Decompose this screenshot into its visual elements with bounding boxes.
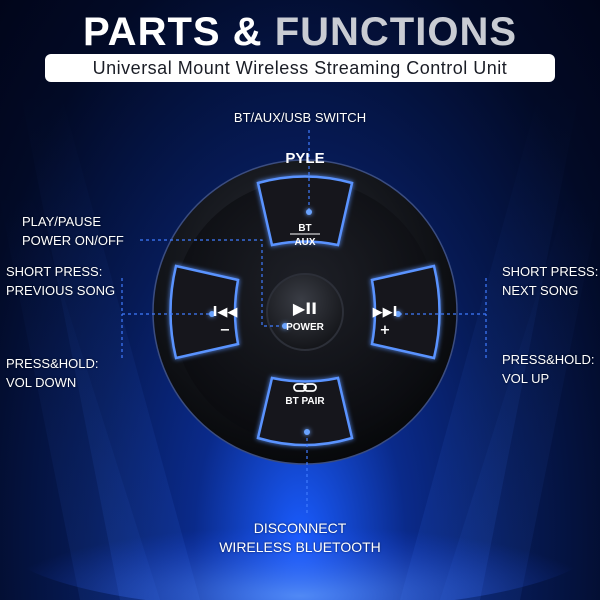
callout-next-line-1: SHORT PRESS: — [502, 264, 599, 279]
callout-mode-switch: BT/AUX/USB SWITCH — [0, 108, 600, 127]
callout-play-line-1: PLAY/PAUSE — [22, 214, 101, 229]
callout-voldown-line-1: PRESS&HOLD: — [6, 356, 99, 371]
bt-pair-label: BT PAIR — [285, 396, 325, 407]
previous-track-icon: I◀◀ — [213, 305, 238, 320]
callout-prev-line-2: PREVIOUS SONG — [6, 283, 116, 298]
link-icon — [293, 383, 317, 392]
callout-voldown-line-2: VOL DOWN — [6, 375, 77, 390]
play-pause-icon: ▶II — [293, 299, 317, 318]
callout-play-line-2: POWER ON/OFF — [22, 233, 124, 248]
callout-volume-down: PRESS&HOLD: VOL DOWN — [6, 354, 98, 392]
callout-volup-line-1: PRESS&HOLD: — [502, 352, 595, 367]
subtitle-text: Universal Mount Wireless Streaming Contr… — [92, 57, 508, 78]
brand-logo: PYLE — [285, 150, 324, 167]
left-button-outline — [169, 264, 240, 360]
subtitle-banner: Universal Mount Wireless Streaming Contr… — [45, 54, 555, 82]
callout-disconnect-bluetooth: DISCONNECT WIRELESS BLUETOOTH — [0, 519, 600, 557]
top-button-line-1: BT — [298, 223, 311, 234]
next-track-icon: ▶▶I — [373, 305, 398, 320]
right-button-outline — [370, 264, 441, 360]
callout-volup-line-2: VOL UP — [502, 371, 550, 386]
power-label: POWER — [286, 322, 325, 333]
title-part-2: FUNCTIONS — [274, 10, 518, 54]
title-part-1: PARTS & — [82, 10, 275, 54]
top-button-line-2: AUX — [294, 237, 315, 248]
callout-bottom-line-2: WIRELESS BLUETOOTH — [219, 539, 381, 555]
callout-next-line-2: NEXT SONG — [502, 283, 579, 298]
volume-down-sign: − — [220, 323, 231, 338]
callout-next-song: SHORT PRESS: NEXT SONG — [502, 262, 598, 300]
callout-bottom-line-1: DISCONNECT — [253, 520, 347, 536]
callout-volume-up: PRESS&HOLD: VOL UP — [502, 350, 594, 388]
volume-up-sign: + — [380, 323, 391, 338]
callout-previous-song: SHORT PRESS: PREVIOUS SONG — [6, 262, 115, 300]
callout-play-pause: PLAY/PAUSE POWER ON/OFF — [22, 212, 124, 250]
callout-mode-switch-text: BT/AUX/USB SWITCH — [233, 110, 367, 125]
callout-prev-line-1: SHORT PRESS: — [6, 264, 103, 279]
top-button-outline — [256, 175, 354, 247]
page-title: PARTS & FUNCTIONS — [0, 10, 600, 54]
bottom-button-outline — [256, 376, 354, 447]
